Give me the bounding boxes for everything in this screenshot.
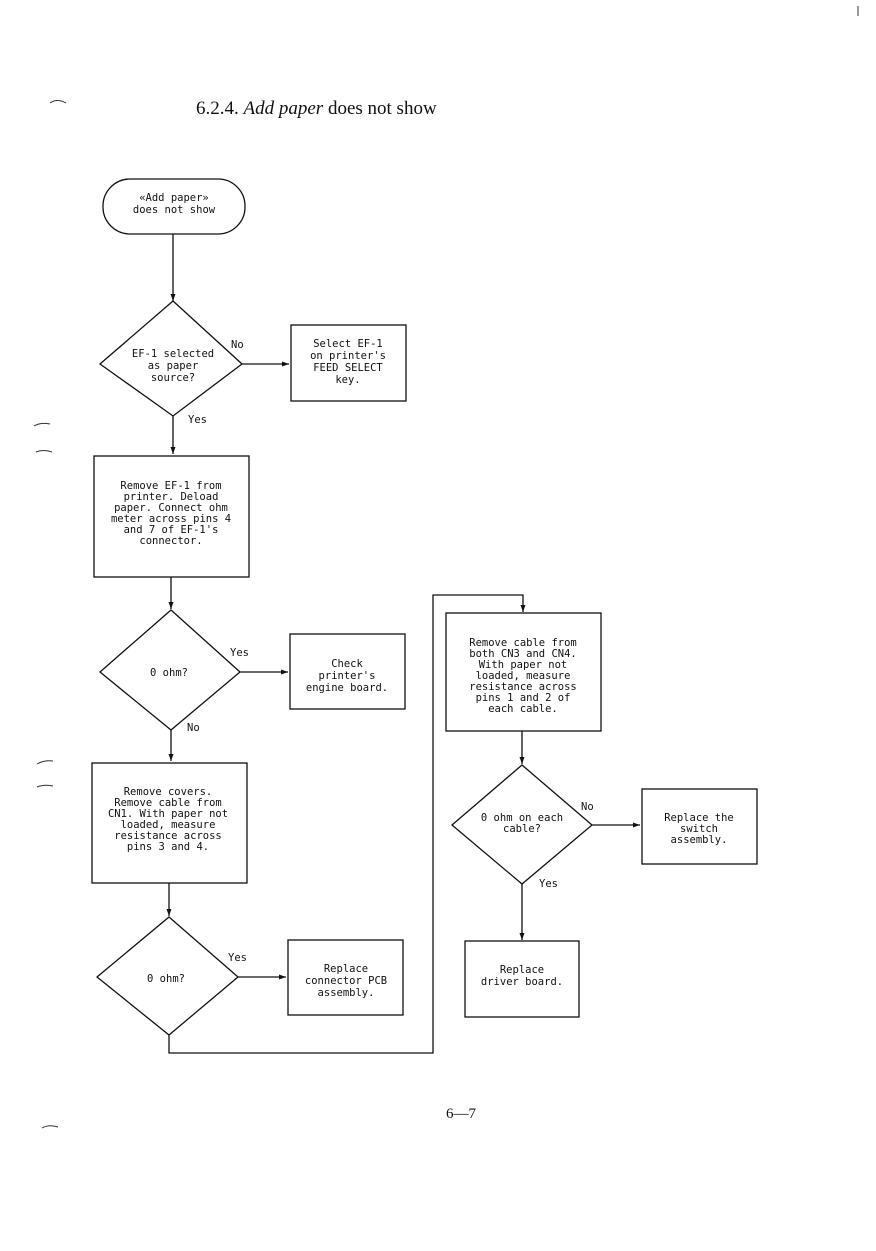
process-line: pins 3 and 4. xyxy=(127,841,209,853)
label-yes: Yes xyxy=(188,414,207,426)
label-yes: Yes xyxy=(539,878,558,890)
heading-title-italic: Add paper xyxy=(243,98,324,119)
action-line: assembly. xyxy=(318,987,375,999)
process-line: both CN3 and CN4. xyxy=(469,648,576,660)
action-line: connector PCB xyxy=(305,975,387,987)
decision-zero-ohm-2: 0 ohm? Yes xyxy=(95,916,247,1036)
start-line: «Add paper» xyxy=(139,192,209,204)
action-line: Replace the xyxy=(664,812,734,824)
label-yes: Yes xyxy=(230,647,249,659)
label-no: No xyxy=(581,801,594,813)
action-line: Replace xyxy=(324,963,368,975)
decision-line: 0 ohm? xyxy=(150,667,188,679)
process-line: Remove covers. xyxy=(124,786,213,798)
connectors xyxy=(166,234,640,1054)
action-line: Select EF-1 xyxy=(313,338,383,350)
action-line: printer's xyxy=(319,670,376,682)
process-line: CN1. With paper not xyxy=(108,808,228,820)
decision-line: cable? xyxy=(503,823,541,835)
decision-line: 0 ohm on each xyxy=(481,812,563,824)
decision-line: EF-1 selected xyxy=(132,348,214,360)
margin-marks xyxy=(33,6,859,1129)
start-line: does not show xyxy=(133,204,216,216)
process-line: printer. Deload xyxy=(124,491,219,503)
process-line: With paper not xyxy=(479,659,568,671)
process-line: each cable. xyxy=(488,703,558,715)
decision-line: source? xyxy=(151,372,195,384)
decision-zero-ohm-1: 0 ohm? Yes No xyxy=(98,609,249,734)
decision-line: as paper xyxy=(148,360,199,372)
edge-d3-p3 xyxy=(168,594,526,1054)
process-line: connector. xyxy=(139,535,202,547)
process-line: paper. Connect ohm xyxy=(114,502,228,514)
action-line: on printer's xyxy=(310,350,386,362)
process-line: Remove cable from xyxy=(114,797,221,809)
process-line: Remove EF-1 from xyxy=(120,480,221,492)
action-line: key. xyxy=(335,374,360,386)
svg-text:«Add paper»does not show: «Add paper»does not show xyxy=(133,192,216,216)
page-number: 6—7 xyxy=(446,1106,476,1122)
label-no: No xyxy=(231,339,244,351)
decision-line: 0 ohm? xyxy=(147,973,185,985)
heading-number: 6.2.4. xyxy=(196,98,239,119)
action-line: engine board. xyxy=(306,682,388,694)
page-heading: 6.2.4. Add paper does not show xyxy=(196,98,437,120)
action-line: driver board. xyxy=(481,976,563,988)
action-line: switch xyxy=(680,823,718,835)
label-yes: Yes xyxy=(228,952,247,964)
start-terminator: «Add paper»does not show xyxy=(102,178,246,235)
action-line: FEED SELECT xyxy=(313,362,383,374)
process-line: loaded, measure xyxy=(121,819,216,831)
action-line: Check xyxy=(331,658,363,670)
process-line: and 7 of EF-1's xyxy=(124,524,219,536)
action-line: assembly. xyxy=(671,834,728,846)
process-line: resistance across xyxy=(114,830,221,842)
process-line: loaded, measure xyxy=(476,670,571,682)
heading-title-rest: does not show xyxy=(327,98,437,119)
process-line: Remove cable from xyxy=(469,637,576,649)
action-line: Replace xyxy=(500,964,544,976)
process-line: meter across pins 4 xyxy=(111,513,231,525)
label-no: No xyxy=(187,722,200,734)
process-line: pins 1 and 2 of xyxy=(476,692,571,704)
process-line: resistance across xyxy=(469,681,576,693)
